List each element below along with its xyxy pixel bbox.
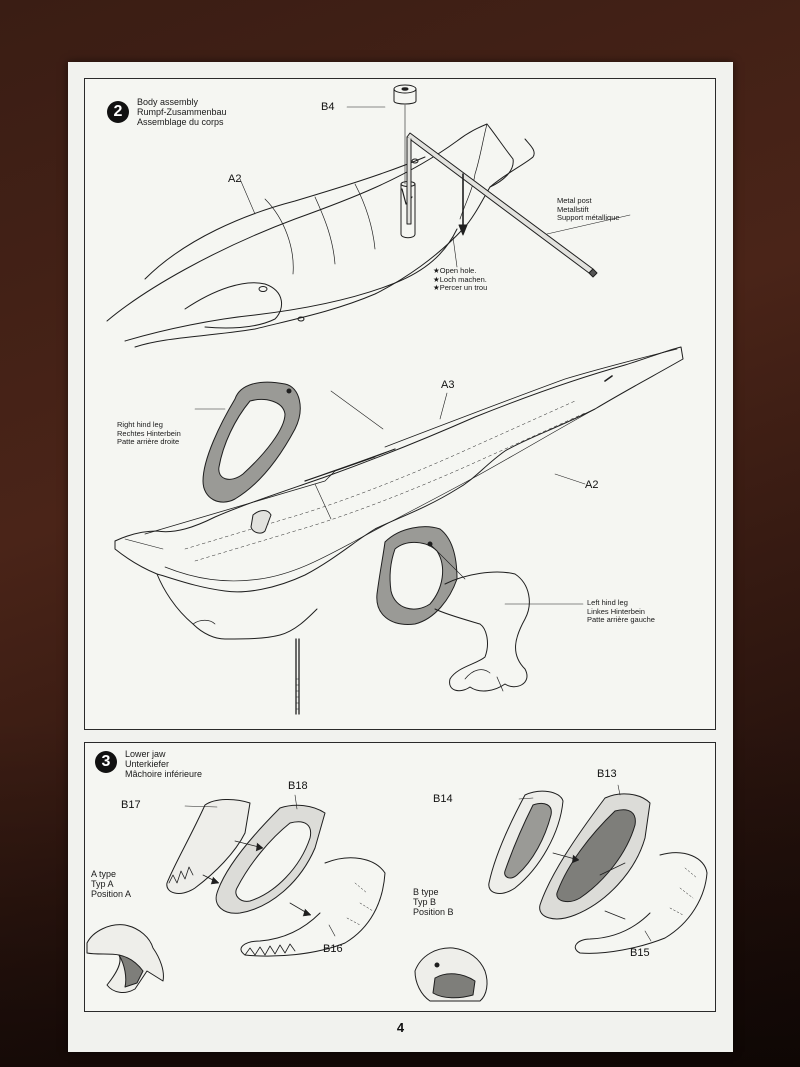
step2-number: 2 xyxy=(107,101,129,123)
part-label-b4: B4 xyxy=(321,101,335,113)
instruction-sheet: 2 Body assembly Rumpf-Zusammenbau Assemb… xyxy=(68,62,733,1052)
threaded-rod xyxy=(295,638,300,715)
part-label-a3: A3 xyxy=(441,379,455,391)
type-b-caption: B type Typ B Position B xyxy=(413,887,454,917)
part-label-b13: B13 xyxy=(597,768,617,780)
open-hole-caption: ★Open hole. ★Loch machen. ★Percer un tro… xyxy=(433,266,488,292)
metal-post xyxy=(406,132,631,278)
head-type-b xyxy=(414,947,488,1002)
part-label-b15: B15 xyxy=(630,947,650,959)
part-label-b18: B18 xyxy=(288,780,308,792)
step3-illustration xyxy=(86,784,708,1002)
step2-illustration xyxy=(106,84,684,715)
type-a-caption: A type Typ A Position A xyxy=(91,869,132,899)
step3-number: 3 xyxy=(95,751,117,773)
left-hind-leg xyxy=(376,526,584,692)
step3-title: Lower jaw Unterkiefer Mâchoire inférieur… xyxy=(125,749,203,779)
metal-post-caption: Metal post Metallstift Support métalliqu… xyxy=(557,196,620,222)
right-hind-leg xyxy=(202,381,301,503)
body-a3 xyxy=(114,346,684,640)
part-label-a2-bottom: A2 xyxy=(585,479,599,491)
b4-cap xyxy=(393,84,417,239)
step2-panel: 2 Body assembly Rumpf-Zusammenbau Assemb… xyxy=(84,78,716,730)
part-label-b14: B14 xyxy=(433,793,453,805)
part-label-a2-top: A2 xyxy=(228,173,242,185)
step3-panel: 3 Lower jaw Unterkiefer Mâchoire inférie… xyxy=(84,742,716,1012)
left-hind-leg-caption: Left hind leg Linkes Hinterbein Patte ar… xyxy=(587,598,655,624)
part-label-b16: B16 xyxy=(323,943,343,955)
torso-half-a2-top xyxy=(106,123,535,348)
jaw-type-a xyxy=(166,794,386,957)
part-label-b17: B17 xyxy=(121,799,141,811)
right-hind-leg-caption: Right hind leg Rechtes Hinterbein Patte … xyxy=(117,420,181,446)
page-number: 4 xyxy=(396,1020,405,1035)
head-type-a xyxy=(86,924,164,993)
jaw-type-b xyxy=(488,784,708,954)
step2-title: Body assembly Rumpf-Zusammenbau Assembla… xyxy=(137,97,227,127)
